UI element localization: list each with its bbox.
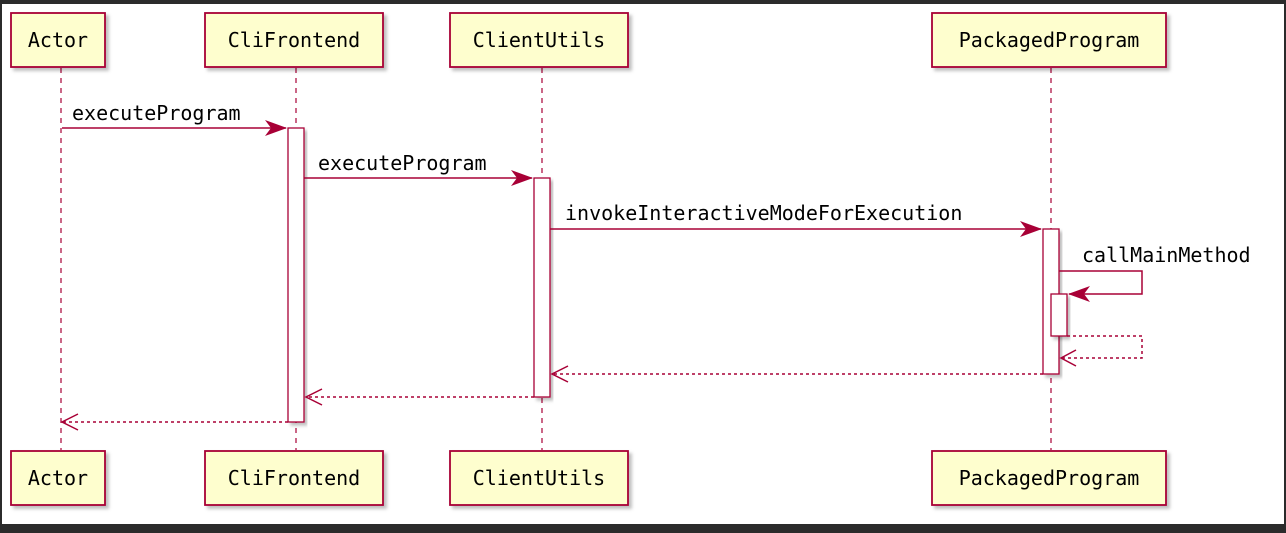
participant-clientutils-bottom: ClientUtils bbox=[449, 450, 629, 506]
participant-actor-top: Actor bbox=[10, 12, 106, 68]
diagram-background bbox=[2, 4, 1284, 524]
message-return-to-actor bbox=[60, 413, 288, 431]
arrowhead bbox=[265, 120, 287, 136]
message-invokeinteractivemodeforexecution: invokeInteractiveModeForExecution bbox=[550, 201, 1042, 237]
participant-label: PackagedProgram bbox=[959, 28, 1140, 52]
activation-clifrontend bbox=[287, 127, 305, 423]
participant-clientutils-top: ClientUtils bbox=[449, 12, 629, 68]
arrowhead bbox=[1068, 286, 1090, 302]
arrowhead bbox=[1020, 221, 1042, 237]
participant-label: CliFrontend bbox=[228, 28, 360, 52]
arrowhead bbox=[550, 365, 569, 383]
participant-clifrontend-bottom: CliFrontend bbox=[204, 450, 384, 506]
arrowhead bbox=[60, 413, 79, 431]
participant-clifrontend-top: CliFrontend bbox=[204, 12, 384, 68]
participant-packagedprogram-top: PackagedProgram bbox=[931, 12, 1167, 68]
participant-label: ClientUtils bbox=[473, 28, 605, 52]
activation-clientutils bbox=[533, 177, 551, 398]
participant-actor-bottom: Actor bbox=[10, 450, 106, 506]
activation-packagedprogram-nested bbox=[1050, 293, 1068, 337]
participant-label: CliFrontend bbox=[228, 466, 360, 490]
participant-label: ClientUtils bbox=[473, 466, 605, 490]
message-executeprogram-2: executeProgram bbox=[304, 151, 533, 186]
arrowhead bbox=[1059, 349, 1077, 367]
message-return-to-clifrontend bbox=[304, 388, 534, 406]
message-return-to-clientutils bbox=[550, 365, 1043, 383]
participant-label: Actor bbox=[28, 466, 88, 490]
participant-label: PackagedProgram bbox=[959, 466, 1140, 490]
participant-packagedprogram-bottom: PackagedProgram bbox=[931, 450, 1167, 506]
message-executeprogram-1: executeProgram bbox=[62, 101, 287, 136]
message-label: callMainMethod bbox=[1082, 243, 1251, 267]
message-callmainmethod: callMainMethod bbox=[1059, 243, 1251, 302]
message-self-return bbox=[1059, 335, 1143, 367]
message-label: executeProgram bbox=[318, 151, 487, 175]
message-label: invokeInteractiveModeForExecution bbox=[565, 201, 962, 225]
message-label: executeProgram bbox=[72, 101, 241, 125]
arrowhead bbox=[511, 170, 533, 186]
participant-label: Actor bbox=[28, 28, 88, 52]
arrowhead bbox=[304, 388, 323, 406]
